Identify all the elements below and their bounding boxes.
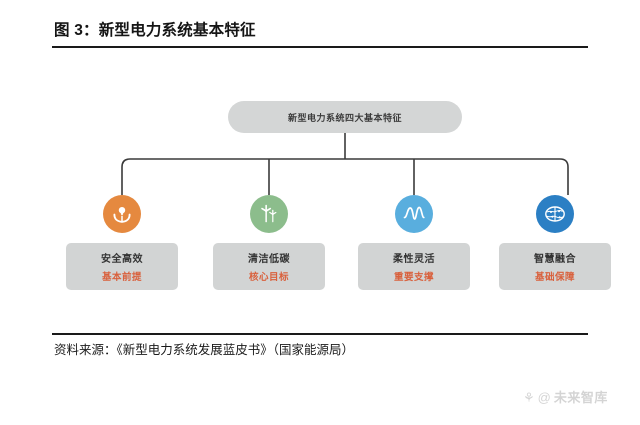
- card-subtitle: 基本前提: [101, 272, 142, 283]
- card-subtitle: 核心目标: [248, 272, 289, 283]
- paw-icon: ⚘: [523, 390, 535, 405]
- waveform-icon: [395, 195, 433, 233]
- card-subtitle: 基础保障: [534, 272, 575, 283]
- card-subtitle: 重要支撑: [393, 272, 434, 283]
- at-icon: @: [537, 390, 551, 405]
- title-divider: [52, 46, 588, 48]
- card-title: 柔性灵活: [393, 254, 435, 265]
- diagram-canvas: 新型电力系统四大基本特征 安全高效 基本前提: [0, 55, 640, 325]
- source-divider: [52, 333, 588, 335]
- feature-card[interactable]: 清洁低碳 核心目标: [213, 243, 325, 290]
- brain-network-icon: [536, 195, 574, 233]
- root-node: 新型电力系统四大基本特征: [228, 101, 462, 133]
- card-title: 安全高效: [101, 254, 143, 265]
- feature-card[interactable]: 柔性灵活 重要支撑: [358, 243, 470, 290]
- source-note: 资料来源：《新型电力系统发展蓝皮书》（国家能源局）: [54, 343, 355, 357]
- hands-lightbulb-icon: [103, 195, 141, 233]
- page-title: 图 3：新型电力系统基本特征: [54, 22, 256, 39]
- watermark: ⚘ @ 未来智库: [523, 391, 608, 404]
- connector-lines: [121, 133, 569, 195]
- feature-card[interactable]: 安全高效 基本前提: [66, 243, 178, 290]
- root-node-label: 新型电力系统四大基本特征: [287, 112, 402, 123]
- card-title: 智慧融合: [534, 254, 576, 265]
- card-title: 清洁低碳: [248, 254, 290, 265]
- feature-card[interactable]: 智慧融合 基础保障: [499, 243, 611, 290]
- wind-turbine-icon: [250, 195, 288, 233]
- watermark-label: 未来智库: [553, 390, 608, 405]
